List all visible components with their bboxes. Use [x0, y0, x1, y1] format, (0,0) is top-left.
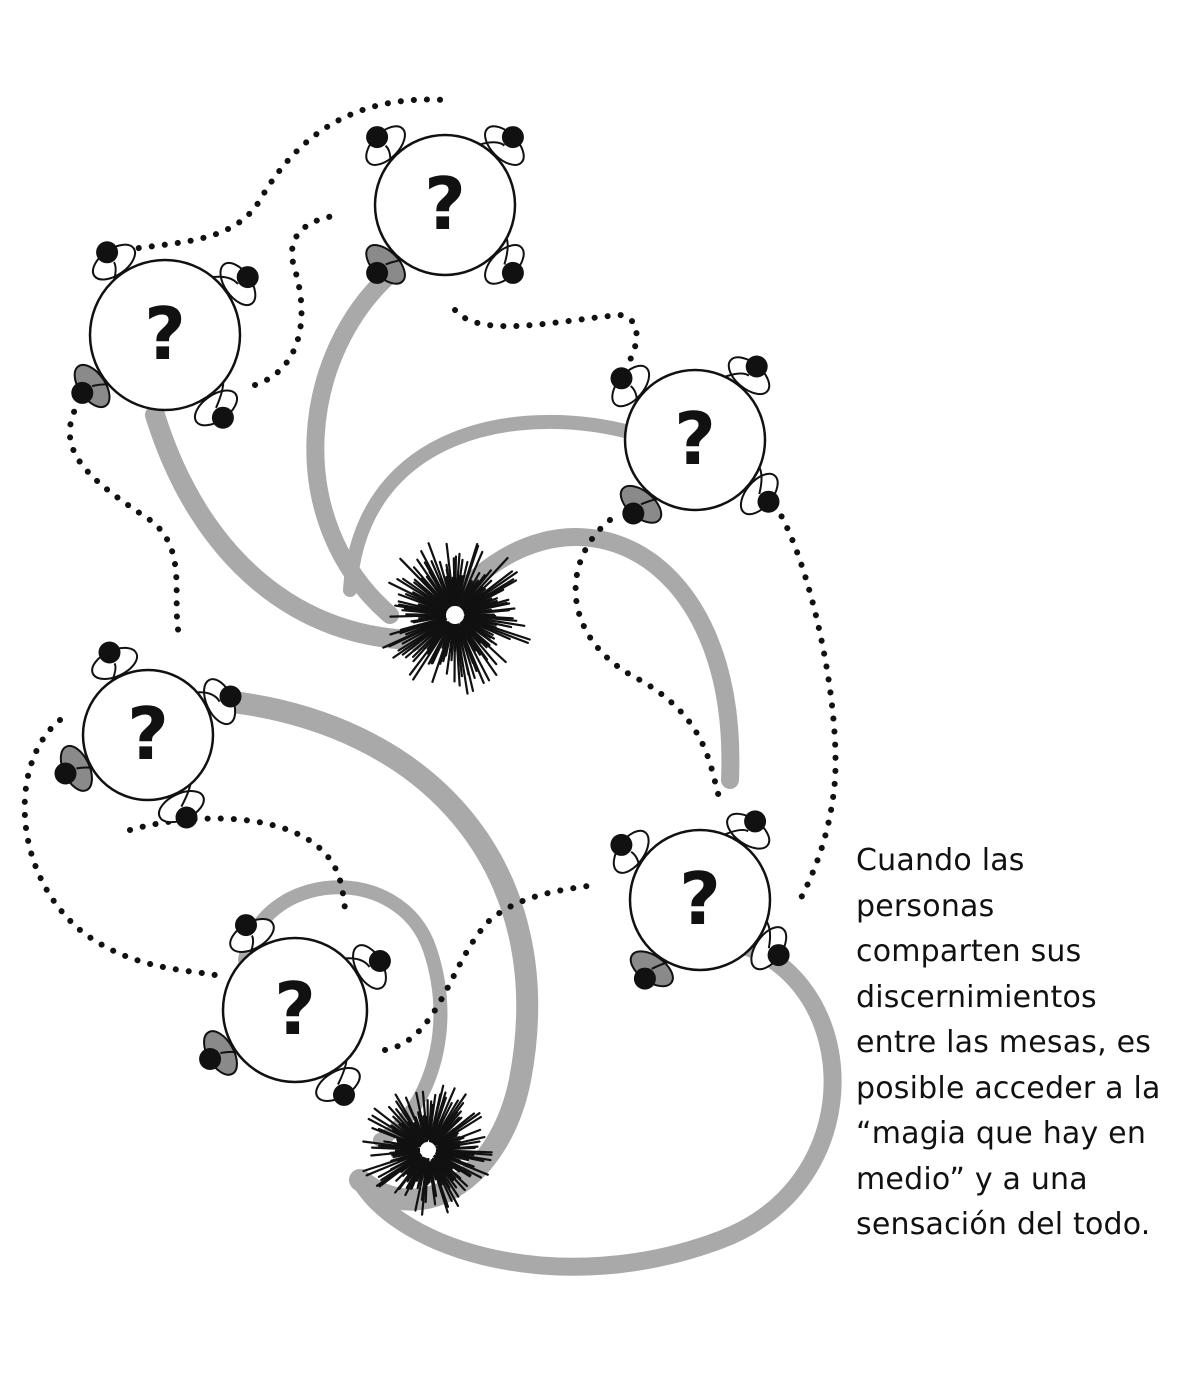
caption-line: Cuando las: [856, 843, 1025, 878]
caption-line: medio” y a una: [856, 1161, 1088, 1197]
starburst-lower: [362, 1084, 493, 1216]
table-top: [88, 258, 242, 412]
dotted-connections: [21, 96, 839, 1053]
dotted-path: [572, 517, 723, 803]
dotted-path: [66, 397, 183, 643]
round-tables: ??????: [54, 125, 790, 1106]
question-mark: ?: [127, 692, 169, 776]
person: [229, 914, 275, 969]
person: [91, 641, 139, 694]
table: ?: [610, 810, 790, 990]
caption-line: sensación del todo.: [856, 1207, 1151, 1242]
person: [716, 810, 771, 850]
dotted-path: [382, 882, 598, 1053]
table: ?: [54, 641, 242, 829]
table-top: [81, 668, 215, 802]
person: [199, 1030, 254, 1076]
swirl-stream: [441, 528, 740, 789]
dotted-path: [452, 307, 640, 363]
table-top: [373, 133, 517, 277]
table: ?: [71, 241, 259, 429]
dotted-path: [772, 502, 839, 903]
caption-line: entre las mesas, es: [856, 1025, 1152, 1060]
swirl-stream: [145, 405, 430, 650]
table: ?: [199, 914, 391, 1106]
caption-line: “magia que hay en: [856, 1116, 1147, 1151]
question-mark: ?: [674, 397, 716, 481]
table: ?: [365, 125, 525, 285]
person: [716, 355, 771, 396]
starburst-upper: [382, 542, 531, 695]
caption-line: personas: [856, 888, 995, 924]
table: ?: [610, 355, 780, 525]
person: [365, 244, 419, 285]
person: [315, 1051, 361, 1106]
person: [610, 364, 651, 419]
dotted-path: [127, 815, 348, 918]
person: [471, 125, 525, 166]
table-top: [628, 828, 772, 972]
question-mark: ?: [144, 292, 186, 376]
table-top: [623, 368, 767, 512]
person: [204, 261, 259, 307]
swirl-streams: [145, 261, 842, 1276]
caption-line: discernimientos: [856, 979, 1097, 1015]
person: [54, 744, 108, 792]
caption-line: comparten sus: [856, 934, 1082, 969]
table-top: [221, 936, 369, 1084]
question-mark: ?: [424, 162, 466, 246]
person: [619, 484, 674, 525]
swirl-stream: [351, 931, 842, 1276]
question-mark: ?: [274, 967, 316, 1051]
caption: Cuando las personas comparten sus discer…: [856, 838, 1176, 1248]
caption-line: posible acceder a la: [856, 1070, 1161, 1106]
question-mark: ?: [679, 857, 721, 941]
swirl-stream: [343, 414, 647, 597]
dotted-path: [97, 96, 448, 258]
dotted-path: [252, 212, 343, 388]
dotted-path: [21, 717, 218, 978]
